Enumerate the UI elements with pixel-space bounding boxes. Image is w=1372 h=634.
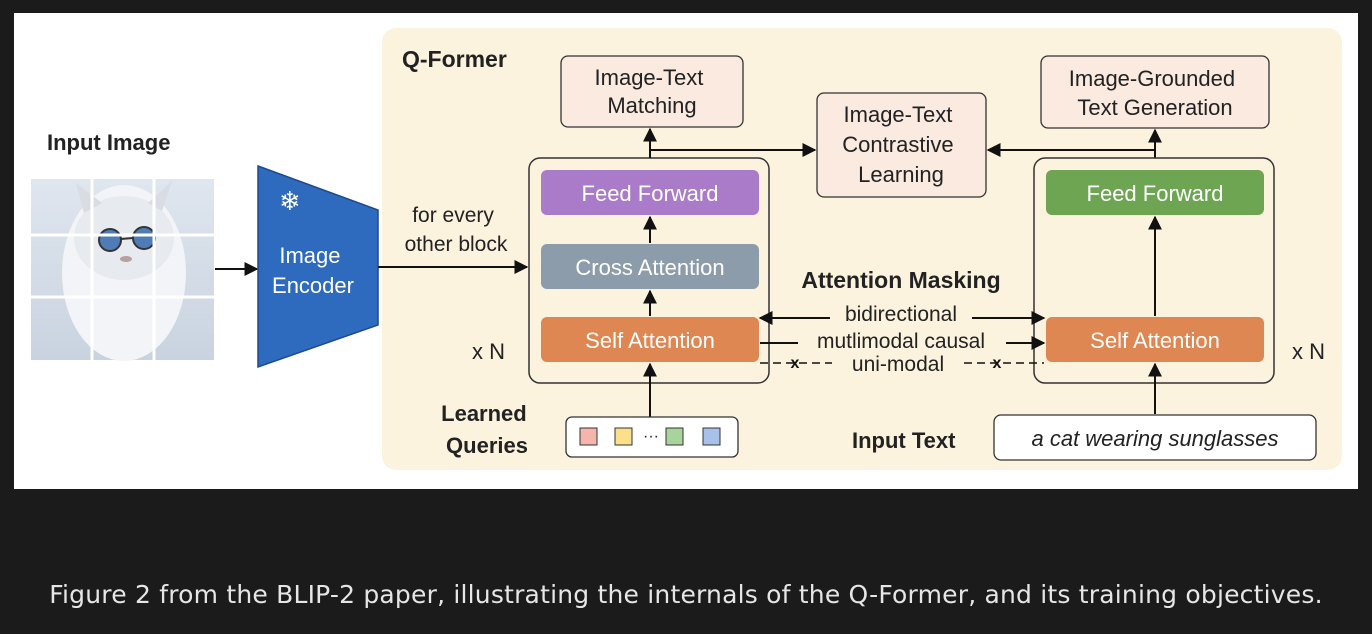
self-attention-left-label: Self Attention	[585, 328, 715, 353]
unimodal-block-left-icon: x	[791, 355, 800, 372]
mask-bidirectional-label: bidirectional	[845, 303, 957, 326]
feed-forward-left-label: Feed Forward	[582, 181, 719, 206]
input-text-box	[993, 414, 1317, 461]
self-attention-right-label: Self Attention	[1090, 328, 1220, 353]
qformer-title: Q-Former	[402, 46, 507, 72]
input-text-label: Input Text	[852, 428, 956, 453]
input-text-value: a cat wearing sunglasses	[1031, 426, 1278, 451]
mask-unimodal-label: uni-modal	[852, 353, 944, 376]
image-encoder	[257, 164, 379, 369]
feed-forward-right-label: Feed Forward	[1087, 181, 1224, 206]
itg-label: Image-Grounded Text Generation	[1069, 66, 1241, 120]
repeat-right-label: x N	[1292, 339, 1325, 364]
attention-masking-title: Attention Masking	[801, 267, 1000, 293]
query-token	[579, 427, 598, 446]
query-token	[665, 427, 684, 446]
query-ellipsis: ···	[643, 428, 659, 445]
learned-queries-label: Learned Queries	[441, 401, 533, 458]
qformer-diagram: Q-Former Input Image ❄ Image Encoder for…	[31, 28, 1342, 470]
figure: Q-Former Input Image ❄ Image Encoder for…	[14, 13, 1358, 489]
unimodal-block-right-icon: x	[993, 355, 1002, 372]
learned-queries-box	[565, 416, 739, 458]
itm-label: Image-Text Matching	[595, 65, 710, 118]
cross-attention-label: Cross Attention	[575, 255, 724, 280]
itc-box	[816, 92, 987, 198]
snowflake-icon: ❄	[279, 186, 301, 216]
query-token	[702, 427, 721, 446]
every-other-block-label: for every other block	[405, 204, 508, 256]
self-attention-left	[541, 317, 759, 362]
query-token	[614, 427, 633, 446]
feed-forward-right	[1046, 170, 1264, 215]
itg-box	[1040, 55, 1270, 129]
input-image-label: Input Image	[47, 130, 170, 155]
cross-attention	[541, 244, 759, 289]
input-image	[31, 179, 214, 361]
itm-box	[560, 55, 744, 128]
self-attention-right	[1046, 317, 1264, 362]
itc-label: Image-Text Contrastive Learning	[842, 102, 959, 187]
repeat-left-label: x N	[472, 339, 505, 364]
feed-forward-left	[541, 170, 759, 215]
image-encoder-label: Image Encoder	[272, 243, 354, 298]
figure-caption: Figure 2 from the BLIP-2 paper, illustra…	[49, 580, 1323, 609]
mask-multimodal-label: mutlimodal causal	[817, 330, 985, 353]
